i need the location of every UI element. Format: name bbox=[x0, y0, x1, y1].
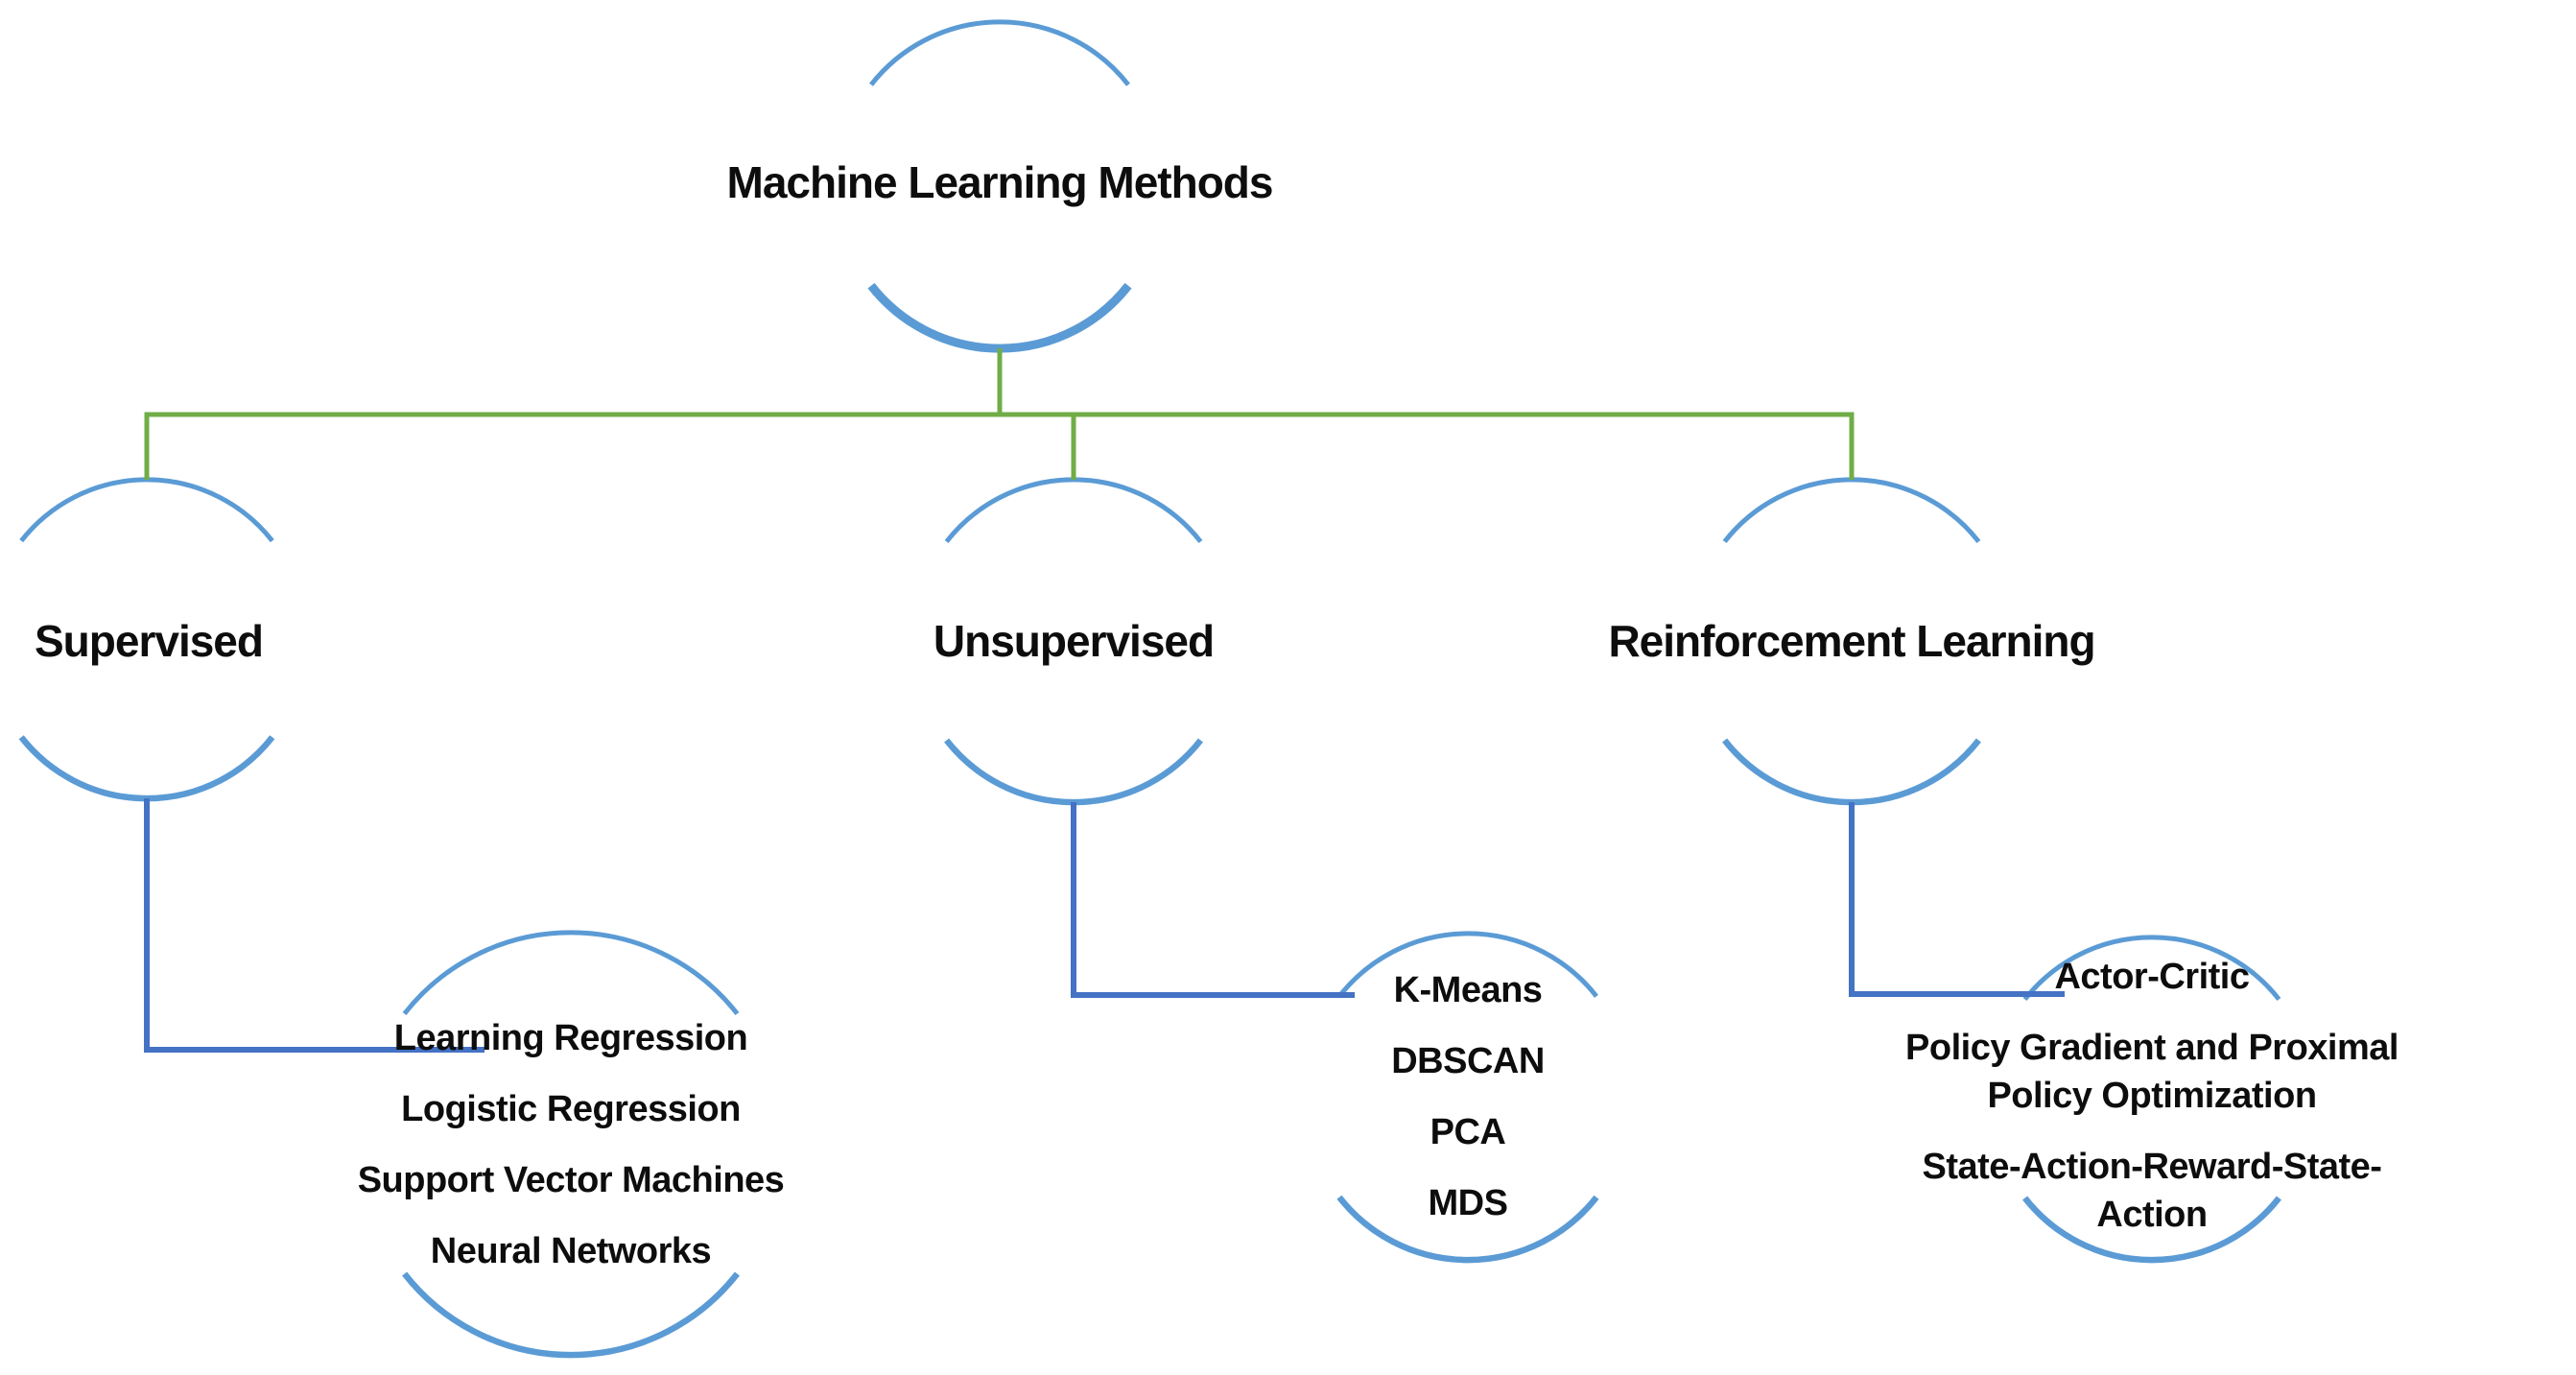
unsupervised-leaves-top-arc bbox=[1337, 931, 1598, 998]
list-item: K-Means bbox=[1391, 966, 1545, 1014]
list-item: Policy Gradient and Proximal Policy Opti… bbox=[1905, 1024, 2399, 1120]
list-item-label: State-Action-Reward-State- bbox=[1922, 1147, 2382, 1187]
list-item: Logistic Regression bbox=[358, 1085, 785, 1133]
supervised-node-label: Supervised bbox=[35, 616, 264, 666]
list-item-label: Actor-Critic bbox=[2054, 957, 2250, 997]
supervised-leaves-bottom-arc bbox=[402, 1271, 740, 1359]
unsupervised-node-label: Unsupervised bbox=[933, 616, 1215, 666]
list-item: DBSCAN bbox=[1391, 1037, 1545, 1085]
root-node-top-arc bbox=[869, 19, 1130, 86]
list-item: Learning Regression bbox=[358, 1014, 785, 1062]
reinforcement-node-label: Reinforcement Learning bbox=[1608, 616, 2095, 666]
list-item-label: Neural Networks bbox=[430, 1231, 712, 1271]
list-item-label: Policy Optimization bbox=[1987, 1076, 2317, 1116]
reinforcement-elbow-connector bbox=[1849, 802, 2065, 997]
list-item: State-Action-Reward-State- Action bbox=[1905, 1143, 2399, 1239]
supervised-leaves-top-arc bbox=[402, 930, 740, 1016]
root-node-bottom-arc bbox=[867, 282, 1132, 353]
list-item: MDS bbox=[1391, 1179, 1545, 1227]
unsupervised-node-top-arc bbox=[944, 477, 1203, 544]
supervised-node-bottom-arc bbox=[18, 735, 275, 802]
reinforcement-node-top-arc bbox=[1722, 477, 1981, 544]
list-item: PCA bbox=[1391, 1108, 1545, 1156]
list-item-label: PCA bbox=[1430, 1112, 1506, 1152]
unsupervised-methods-list: K-Means DBSCAN PCA MDS bbox=[1391, 966, 1545, 1227]
unsupervised-elbow-connector bbox=[1071, 802, 1355, 998]
unsupervised-leaves-bottom-arc bbox=[1336, 1195, 1599, 1264]
supervised-elbow-connector bbox=[144, 798, 484, 1053]
list-item-label: Learning Regression bbox=[393, 1018, 748, 1058]
list-item: Actor-Critic bbox=[1905, 953, 2399, 1001]
list-item-label: Logistic Regression bbox=[401, 1089, 741, 1129]
list-item: Neural Networks bbox=[358, 1227, 785, 1275]
supervised-node-top-arc bbox=[19, 477, 274, 543]
reinforcement-leaves-bottom-arc bbox=[2022, 1196, 2281, 1264]
list-item: Support Vector Machines bbox=[358, 1156, 785, 1204]
unsupervised-node-bottom-arc bbox=[944, 738, 1203, 806]
child-connectors-blue bbox=[144, 798, 2065, 1053]
reinforcement-leaves-top-arc bbox=[2022, 935, 2281, 1002]
branch-connectors-green bbox=[144, 348, 1855, 480]
list-item-label: Action bbox=[2096, 1195, 2208, 1235]
reinforcement-node-bottom-arc bbox=[1722, 738, 1981, 806]
reinforcement-methods-list: Actor-Critic Policy Gradient and Proxima… bbox=[1905, 953, 2399, 1239]
list-item-label: Policy Gradient and Proximal bbox=[1905, 1028, 2399, 1068]
root-node-label: Machine Learning Methods bbox=[726, 157, 1274, 207]
list-item-label: K-Means bbox=[1393, 970, 1543, 1010]
supervised-methods-list: Learning Regression Logistic Regression … bbox=[358, 1014, 785, 1275]
list-item-label: Support Vector Machines bbox=[357, 1160, 785, 1200]
branch-rail-line bbox=[144, 412, 1855, 480]
list-item-label: MDS bbox=[1428, 1183, 1508, 1223]
list-item-label: DBSCAN bbox=[1391, 1041, 1545, 1081]
